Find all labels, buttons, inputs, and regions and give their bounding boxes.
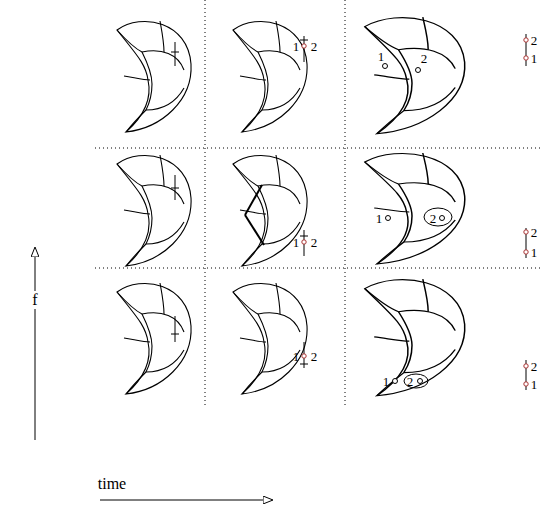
callout-number: 1: [378, 50, 385, 63]
axis-label: time: [96, 475, 128, 493]
callout-number: 2: [311, 236, 318, 249]
callout-number: 1: [293, 350, 300, 363]
grid-lines: [95, 0, 543, 405]
callout-number: 1: [293, 40, 300, 53]
callout-number: 2: [421, 52, 428, 65]
callout-number: 2: [531, 34, 538, 47]
callout-number: 2: [407, 375, 414, 388]
callout-number: 1: [376, 212, 383, 225]
callout-number: 2: [311, 350, 318, 363]
callout-number: 1: [531, 246, 538, 259]
callout-number: 1: [293, 236, 300, 249]
callout-number: 2: [311, 40, 318, 53]
callout-number: 2: [531, 226, 538, 239]
callout-number: 1: [531, 52, 538, 65]
callout-number: 2: [430, 212, 437, 225]
axis-label: f: [30, 291, 39, 309]
callout-number: 2: [531, 360, 538, 373]
callout-number: 1: [383, 375, 390, 388]
callout-number: 1: [531, 378, 538, 391]
